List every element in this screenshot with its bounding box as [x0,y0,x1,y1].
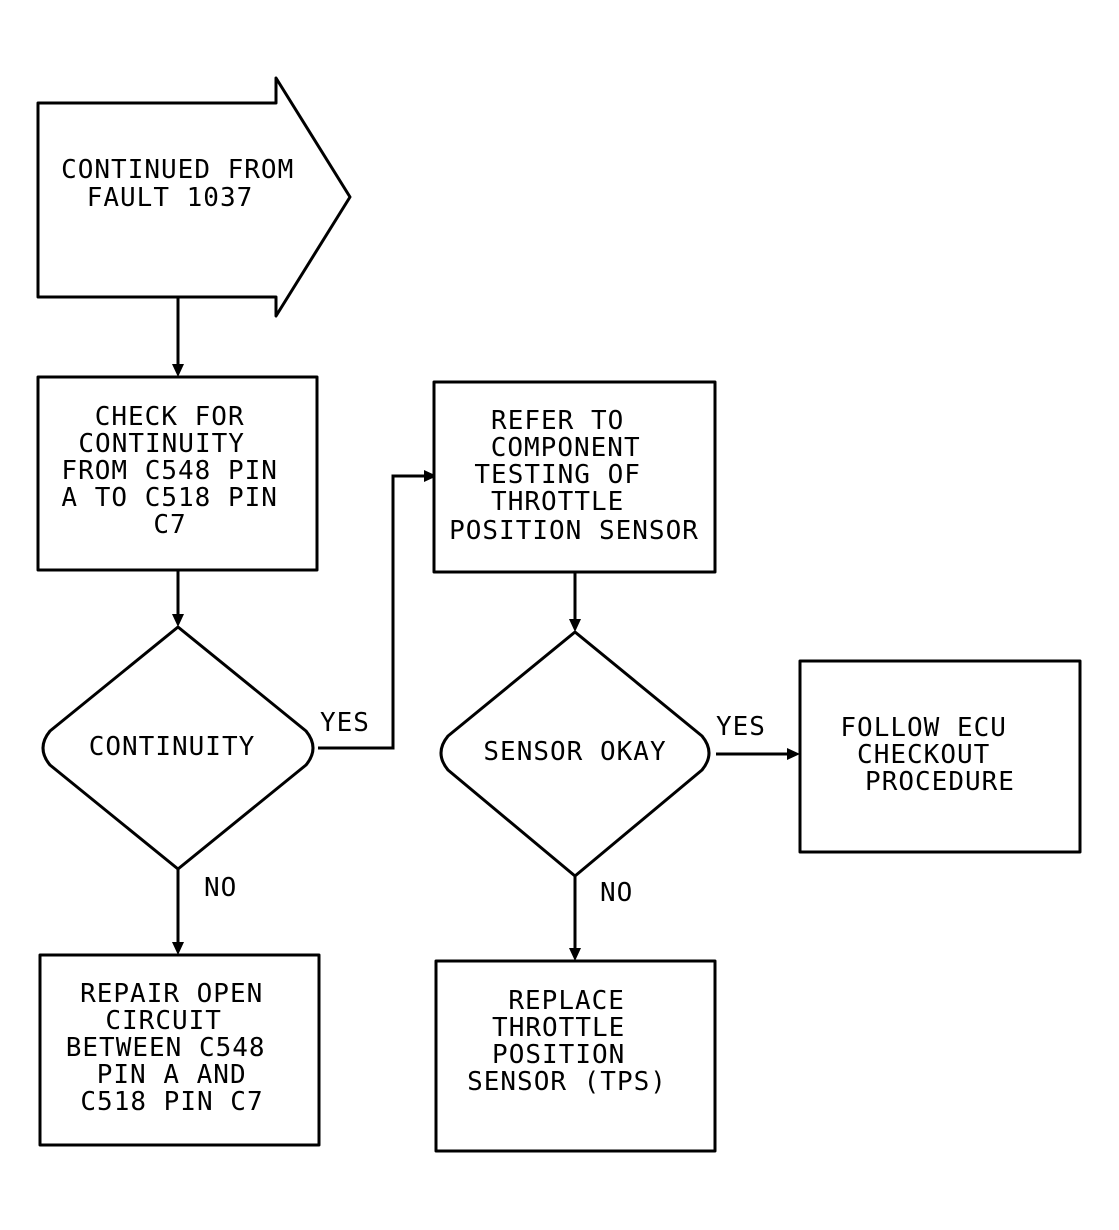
replace-tps-line-4: SENSOR (TPS) [467,1067,667,1097]
follow-ecu-line-3: PROCEDURE [865,767,1015,797]
check-continuity-node: CHECK FOR CONTINUITY FROM C548 PIN A TO … [36,375,319,572]
check-continuity-line-2: CONTINUITY [78,429,245,459]
follow-ecu-checkout-node: FOLLOW ECU CHECKOUT PROCEDURE [798,659,1082,854]
refer-component-testing-node: REFER TO COMPONENT TESTING OF THROTTLE P… [432,380,717,574]
connector-continuity-no: NO [172,869,237,955]
check-continuity-line-4: A TO C518 PIN [61,483,278,513]
connector-refer-to-sensor-decision [569,572,581,632]
replace-tps-label: REPLACE THROTTLE POSITION SENSOR (TPS) [467,986,667,1097]
follow-ecu-checkout-box [798,659,1082,854]
connector-sensor-yes: YES [716,712,800,760]
connector-sensor-no: NO [569,876,633,961]
repair-line-4: PIN A AND [97,1060,247,1090]
connector-check-to-decision [172,570,184,627]
start-arrow-shape [36,76,352,318]
check-continuity-line-1: CHECK FOR [95,402,245,432]
follow-ecu-line-1: FOLLOW ECU [840,713,1007,743]
refer-line-5: POSITION SENSOR [449,516,699,546]
refer-line-3: TESTING OF [474,460,641,490]
repair-line-2: CIRCUIT [105,1006,222,1036]
sensor-okay-line-1: SENSOR OKAY [483,737,666,767]
refer-component-testing-box [432,380,717,574]
continuity-decision-line-1: CONTINUITY [89,732,256,762]
repair-open-circuit-box [38,953,321,1147]
start-label-line-2: FAULT 1037 [87,183,254,213]
continuity-decision-label: CONTINUITY [89,732,256,762]
start-label: CONTINUED FROM FAULT 1037 [61,155,311,213]
repair-line-1: REPAIR OPEN [80,979,263,1009]
sensor-no-label: NO [600,878,633,908]
repair-line-3: BETWEEN C548 [66,1033,266,1063]
repair-line-5: C518 PIN C7 [80,1087,263,1117]
refer-line-4: THROTTLE [491,487,624,517]
check-continuity-line-5: C7 [153,510,186,540]
refer-line-1: REFER TO [491,406,624,436]
sensor-okay-decision-node: SENSOR OKAY [439,630,711,878]
replace-tps-box [434,959,717,1153]
replace-tps-line-2: THROTTLE [492,1013,625,1043]
replace-tps-node: REPLACE THROTTLE POSITION SENSOR (TPS) [434,959,717,1153]
follow-ecu-line-2: CHECKOUT [857,740,990,770]
continuity-no-label: NO [204,873,237,903]
replace-tps-line-1: REPLACE [508,986,625,1016]
refer-component-testing-label: REFER TO COMPONENT TESTING OF THROTTLE P… [449,406,699,546]
sensor-yes-label: YES [716,712,766,742]
check-continuity-label: CHECK FOR CONTINUITY FROM C548 PIN A TO … [61,402,294,540]
follow-ecu-checkout-label: FOLLOW ECU CHECKOUT PROCEDURE [840,713,1023,797]
check-continuity-line-3: FROM C548 PIN [61,456,278,486]
start-node: CONTINUED FROM FAULT 1037 [36,76,352,318]
repair-open-circuit-node: REPAIR OPEN CIRCUIT BETWEEN C548 PIN A A… [38,953,321,1147]
continuity-decision-node: CONTINUITY [41,625,315,871]
connector-start-to-check [172,297,184,377]
refer-line-2: COMPONENT [491,433,641,463]
connector-continuity-yes: YES [318,470,437,750]
replace-tps-line-3: POSITION [492,1040,625,1070]
repair-open-circuit-label: REPAIR OPEN CIRCUIT BETWEEN C548 PIN A A… [66,979,283,1117]
sensor-okay-decision-label: SENSOR OKAY [483,737,666,767]
continuity-yes-label: YES [320,708,370,738]
start-label-line-1: CONTINUED FROM [61,155,294,185]
